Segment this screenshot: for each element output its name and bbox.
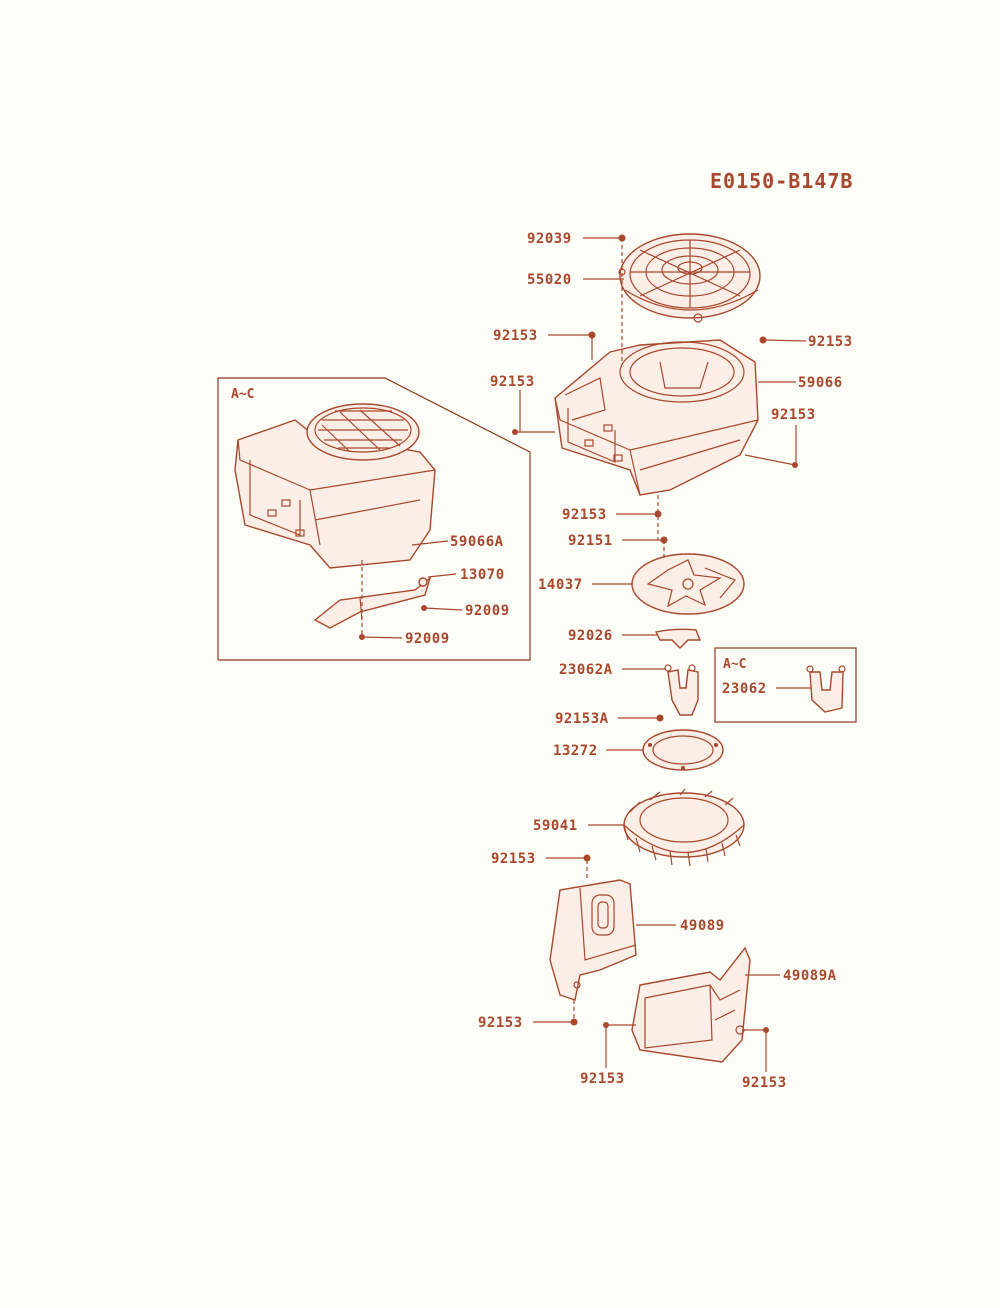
- part-label-23062: 23062: [722, 681, 767, 697]
- blower-housing-59066: [554, 339, 759, 496]
- part-label-92153-top-left: 92153: [493, 328, 538, 344]
- shroud-49089: [549, 879, 637, 1001]
- part-label-92153-b3: 92153: [580, 1071, 625, 1087]
- shroud-49089a: [631, 946, 751, 1063]
- flywheel-fan-59041: [623, 788, 745, 867]
- blower-housing-59066a: [234, 403, 436, 569]
- part-label-92153-b4: 92153: [742, 1075, 787, 1091]
- inset-label: A~C: [231, 387, 254, 402]
- part-label-59066: 59066: [798, 375, 843, 391]
- part-label-92039: 92039: [527, 231, 572, 247]
- plate-13272: [642, 729, 724, 771]
- inset-label-small: A~C: [723, 657, 746, 672]
- part-label-13070: 13070: [460, 567, 505, 583]
- part-label-92009-b: 92009: [405, 631, 450, 647]
- bracket-23062a: [664, 664, 699, 716]
- spacer-92026: [654, 628, 702, 649]
- part-label-13272: 13272: [553, 743, 598, 759]
- part-label-92153-top-right: 92153: [808, 334, 853, 350]
- inset-frame-small: [714, 647, 857, 723]
- grille-59066a: [306, 403, 420, 461]
- part-label-55020: 55020: [527, 272, 572, 288]
- part-label-92153-left: 92153: [490, 374, 535, 390]
- part-label-49089a: 49089A: [783, 968, 837, 984]
- inset-frame: [217, 377, 531, 661]
- part-label-92153-mid: 92153: [562, 507, 607, 523]
- inset-panel-right: A~C 23062: [714, 647, 857, 723]
- part-label-59041: 59041: [533, 818, 578, 834]
- part-label-92153-right: 92153: [771, 407, 816, 423]
- part-label-92151: 92151: [568, 533, 613, 549]
- inset-panel-left: A~C: [217, 377, 531, 661]
- part-label-23062a: 23062A: [559, 662, 613, 678]
- part-label-14037: 14037: [538, 577, 583, 593]
- bracket-13070: [313, 576, 432, 629]
- grille-55020: [618, 233, 761, 323]
- part-label-92009-a: 92009: [465, 603, 510, 619]
- part-label-49089: 49089: [680, 918, 725, 934]
- part-label-92153-b1: 92153: [491, 851, 536, 867]
- part-label-92153-b2: 92153: [478, 1015, 523, 1031]
- part-label-59066a: 59066A: [450, 534, 504, 550]
- diagram-code: E0150-B147B: [710, 169, 853, 193]
- part-label-92153a: 92153A: [555, 711, 609, 727]
- fan-14037: [631, 553, 745, 615]
- part-label-92026: 92026: [568, 628, 613, 644]
